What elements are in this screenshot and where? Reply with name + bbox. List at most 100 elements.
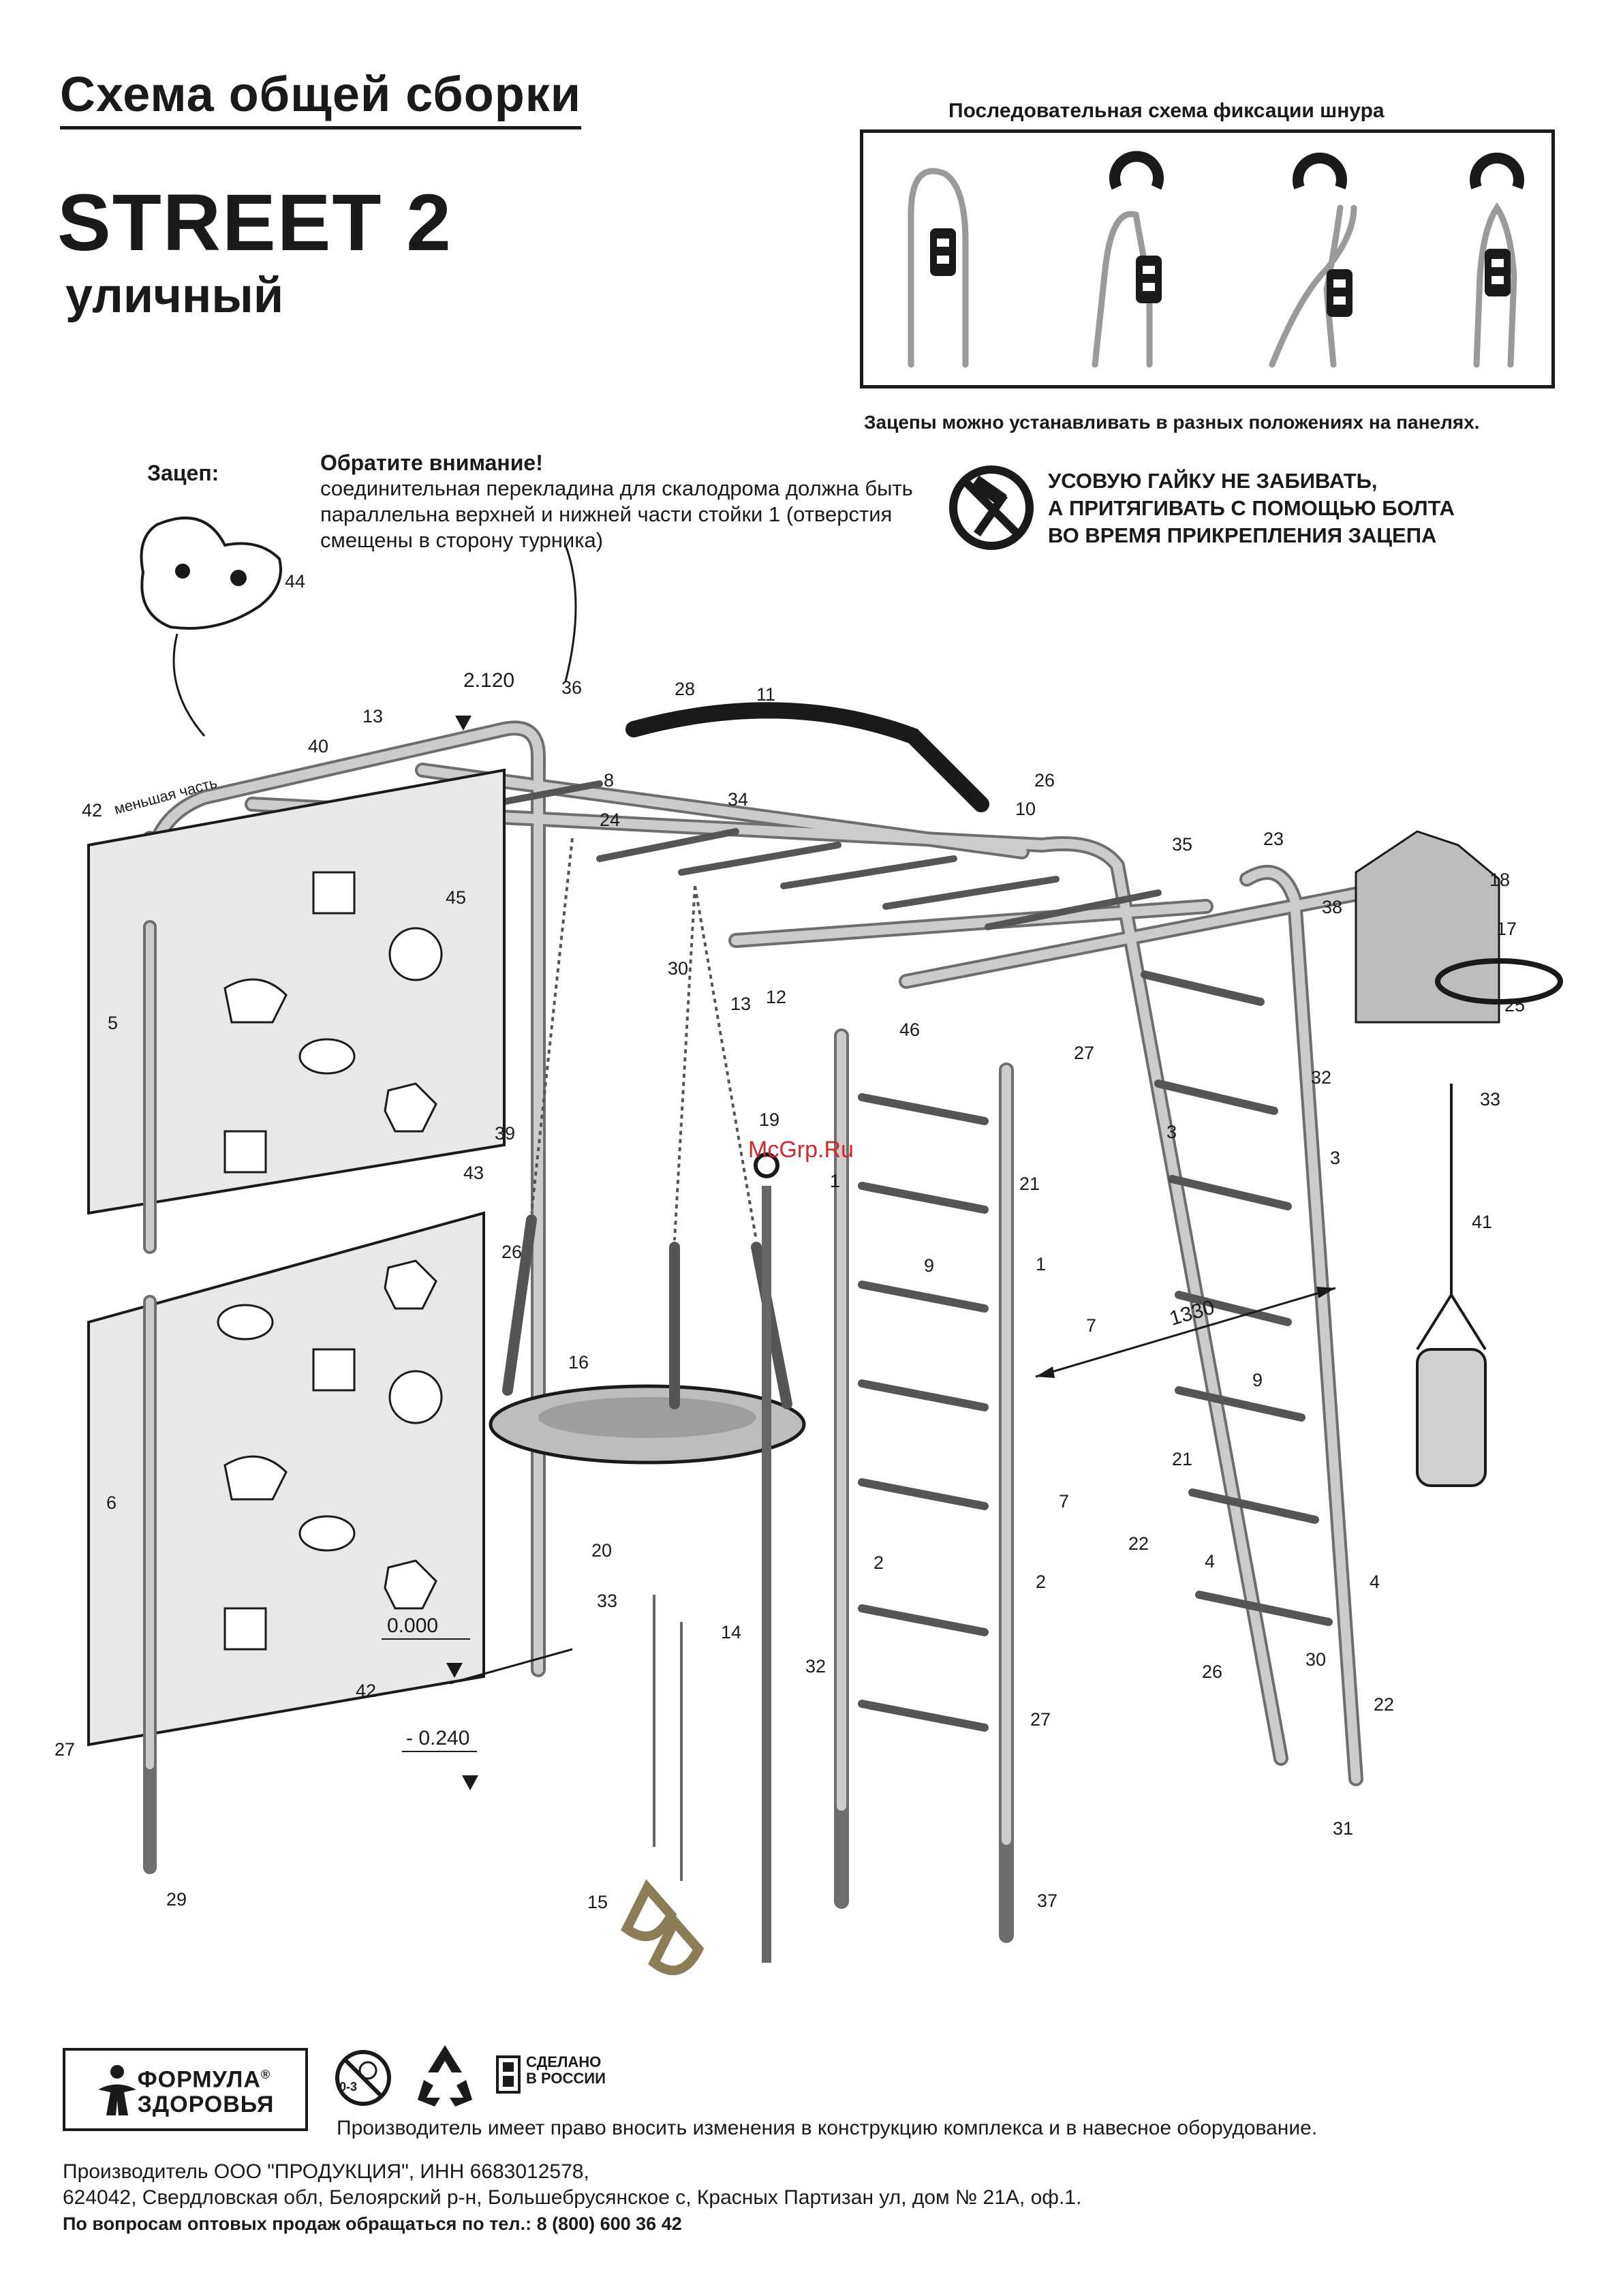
warning-line-2: А ПРИТЯГИВАТЬ С ПОМОЩЬЮ БОЛТА	[1048, 496, 1455, 520]
part-callout: 1	[1036, 1254, 1047, 1274]
part-callout: 27	[1074, 1043, 1095, 1063]
cord-scheme-note: Зацепы можно устанавливать в разных поло…	[864, 412, 1480, 433]
part-callout: 23	[1263, 829, 1284, 849]
part-callout: 10	[1015, 799, 1036, 819]
part-callout: 40	[308, 736, 329, 756]
part-callout: 33	[1480, 1089, 1501, 1109]
wholesale-phone: По вопросам оптовых продаж обращаться по…	[63, 2214, 682, 2234]
part-callout: 26	[1202, 1662, 1223, 1682]
part-callout: 21	[1172, 1449, 1193, 1469]
part-callout: 16	[568, 1352, 589, 1373]
gym-ring	[648, 1913, 705, 1976]
part-callout: 34	[728, 789, 749, 810]
pull-up-bar	[625, 702, 989, 812]
part-callout: 29	[166, 1889, 187, 1910]
part-callout: 25	[1504, 995, 1526, 1015]
age-restriction-icon: 0-3	[335, 2050, 391, 2106]
part-callout: 32	[1311, 1067, 1332, 1088]
part-callout: 3	[1166, 1122, 1177, 1142]
part-callout: 24	[600, 810, 621, 830]
part-callout: 9	[924, 1255, 935, 1276]
age-label: 0-3	[339, 2080, 357, 2094]
part-callout: 45	[446, 887, 467, 908]
part-callout: 30	[668, 958, 689, 979]
carabiner-ring-icon	[1470, 152, 1524, 189]
cord-steps-illustration	[908, 151, 1524, 368]
part-callout: 30	[1305, 1649, 1327, 1670]
part-callout: 4	[1205, 1551, 1216, 1572]
attention-note: Обратите внимание! соединительная перекл…	[320, 450, 920, 553]
part-callout: 41	[1472, 1212, 1493, 1232]
part-callout: 43	[463, 1163, 484, 1183]
page-title: Схема общей сборки	[60, 67, 582, 130]
part-callout: 4	[1370, 1572, 1380, 1592]
level-below: - 0.240	[406, 1727, 469, 1749]
part-callout: 20	[591, 1540, 613, 1561]
part-callout: 27	[1030, 1709, 1051, 1730]
manufacturer-name: Производитель ООО "ПРОДУКЦИЯ", ИНН 66830…	[63, 2160, 589, 2183]
part-callout: 12	[766, 987, 787, 1007]
part-callout: 42	[82, 800, 103, 821]
basketball-backboard	[1355, 830, 1500, 1024]
model-subtitle: уличный	[65, 269, 284, 323]
part-callout: 7	[1086, 1315, 1097, 1336]
part-callout: 26	[1034, 770, 1055, 791]
warning-line-1: УСОВУЮ ГАЙКУ НЕ ЗАБИВАТЬ,	[1048, 469, 1378, 493]
warning-text: УСОВУЮ ГАЙКУ НЕ ЗАБИВАТЬ, А ПРИТЯГИВАТЬ …	[1048, 468, 1455, 549]
part-callout: 42	[356, 1681, 377, 1701]
part-callout: 3	[1330, 1148, 1341, 1168]
cord-lock-icon	[930, 228, 956, 276]
level-top: 2.120	[463, 669, 514, 692]
climbing-hold-icon	[140, 517, 282, 630]
cord-lock-icon	[1136, 256, 1162, 303]
part-callout: 21	[1019, 1174, 1040, 1194]
part-callout: 37	[1037, 1891, 1058, 1911]
cord-lock-icon	[1485, 249, 1511, 296]
part-callout: 2	[874, 1552, 884, 1573]
part-callout: 28	[675, 679, 696, 699]
cord-scheme-title: Последовательная схема фиксации шнура	[948, 100, 1385, 122]
part-callout: 38	[1322, 897, 1343, 917]
part-callout: 17	[1496, 919, 1517, 939]
part-callout: 18	[1489, 870, 1511, 890]
part-callout: 11	[756, 684, 776, 705]
logo-line-2: ЗДОРОВЬЯ	[137, 2091, 275, 2117]
part-callout: 1	[830, 1171, 841, 1191]
part-callout: 33	[597, 1591, 618, 1611]
climbing-wall-panel-lower	[87, 1211, 485, 1747]
made-in-russia-text: СДЕЛАНО В РОССИИ	[526, 2054, 606, 2087]
manufacturer-info: Производитель ООО "ПРОДУКЦИЯ", ИНН 66830…	[63, 2159, 1081, 2237]
part-callout: 39	[495, 1123, 516, 1144]
part-callout: 26	[501, 1242, 523, 1262]
part-callout: 2	[1036, 1572, 1047, 1592]
cord-scheme-panel	[860, 129, 1555, 388]
part-callout: 22	[1374, 1694, 1395, 1715]
no-hammer-icon	[949, 465, 1034, 550]
recycle-icon	[418, 2045, 472, 2107]
part-callout: 46	[899, 1020, 921, 1040]
part-callout: 19	[759, 1109, 780, 1130]
part-callout: 13	[362, 706, 384, 726]
part-callout: 27	[55, 1739, 76, 1760]
level-ground: 0.000	[387, 1614, 438, 1637]
part-callout: 36	[561, 677, 583, 698]
part-callout: 35	[1172, 834, 1193, 855]
part-callout: 14	[721, 1622, 742, 1642]
hold-label: Зацеп:	[147, 461, 219, 485]
changes-disclaimer: Производитель имеет право вносить измене…	[337, 2117, 1318, 2139]
assembly-diagram: 1330 2.120 0.000 - 0.240 меньшая часть	[87, 517, 1563, 1976]
model-name: STREET 2	[57, 178, 452, 268]
part-callout: 31	[1333, 1818, 1354, 1839]
made-in-russia-icon	[496, 2055, 521, 2094]
part-callout: 9	[1252, 1370, 1263, 1390]
made-in-line-2: В РОССИИ	[526, 2070, 606, 2087]
part-callout: 32	[805, 1656, 826, 1677]
registered-mark: ®	[260, 2068, 271, 2082]
punching-bag	[1416, 1348, 1487, 1487]
attention-body: соединительная перекладина для скалодром…	[320, 476, 913, 552]
manufacturer-address: 624042, Свердловская обл, Белоярский р-н…	[63, 2186, 1082, 2209]
logo-line-1: ФОРМУЛА	[137, 2066, 261, 2093]
watermark: McGrp.Ru	[748, 1137, 854, 1163]
part-callout: 5	[108, 1013, 119, 1033]
hold-part-number: 44	[285, 571, 306, 592]
